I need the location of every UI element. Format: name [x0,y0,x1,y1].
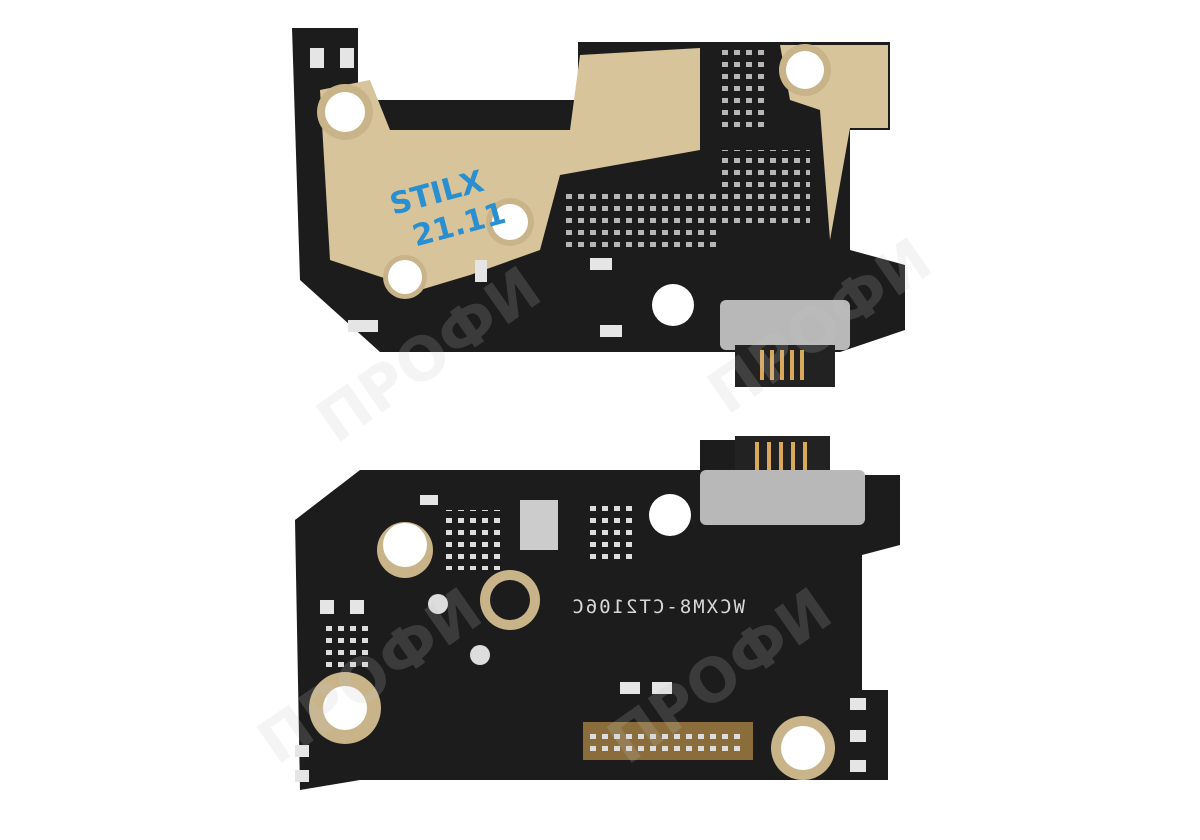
bottom-pcb-board: WCXM8-CT2106C [295,436,900,790]
mounting-hole [325,92,365,132]
mounting-hole [781,726,825,770]
gold-ground-plane [320,48,700,290]
microphone [520,500,558,550]
usb-c-port [720,300,850,350]
mounting-hole [388,260,422,294]
mounting-hole [492,204,528,240]
mounting-hole [323,686,367,730]
silkscreen-marking: WCXM8-CT2106C [570,596,745,618]
top-pcb-board: STILX 21.11 [292,28,905,387]
antenna-connector [428,594,448,614]
mounting-hole [786,51,824,89]
mounting-hole [649,494,691,536]
usb-c-port [700,470,865,525]
mounting-hole [652,284,694,326]
antenna-connector [470,645,490,665]
flex-connector [735,345,835,387]
